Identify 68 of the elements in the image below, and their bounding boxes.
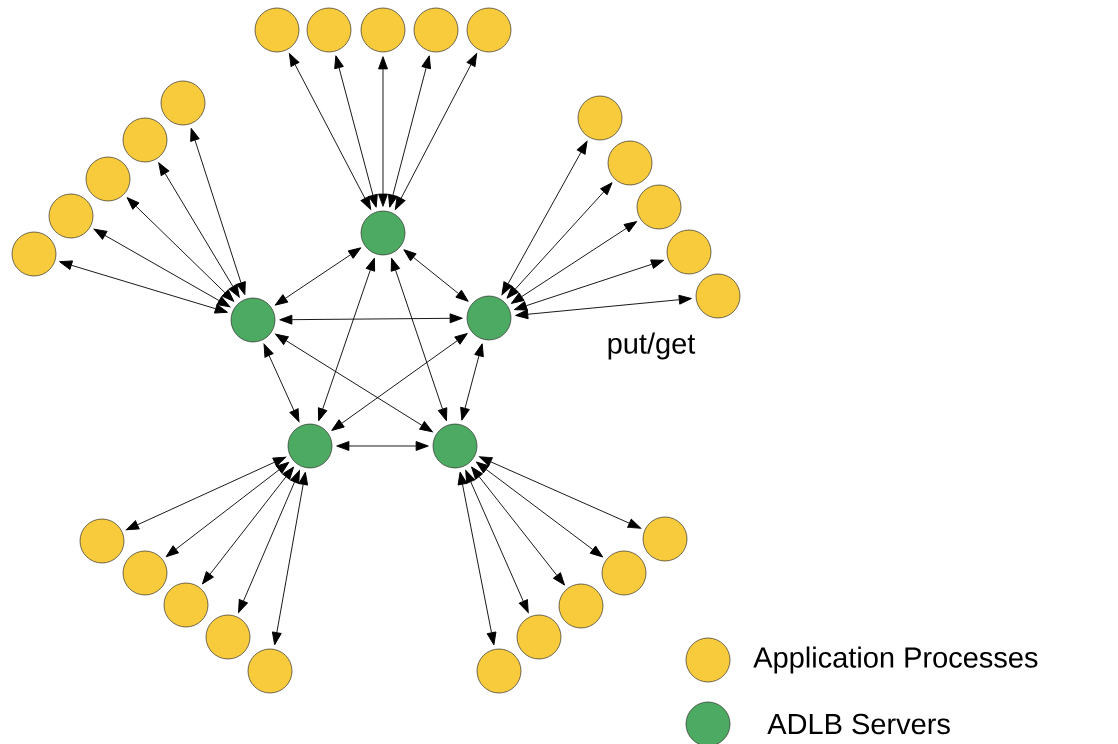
server-circle (287, 423, 333, 469)
process-circle (577, 95, 623, 141)
server-circle (230, 297, 276, 343)
arrow (388, 55, 431, 208)
process-circle (122, 117, 168, 163)
arrow (378, 56, 388, 207)
process-circle (205, 614, 251, 660)
arrow (279, 313, 463, 325)
flow-label: put/get (608, 332, 696, 360)
arrow (59, 260, 228, 314)
arrow (125, 456, 287, 531)
server-circle (466, 295, 512, 341)
process-circle (247, 648, 293, 694)
legend-text: Application Processes (753, 646, 1038, 674)
arrow (390, 257, 448, 422)
arrow (394, 53, 478, 210)
process-circle (11, 231, 57, 277)
arrow (460, 343, 484, 421)
arrow (165, 461, 290, 558)
arrow (457, 471, 497, 646)
arrow (515, 294, 692, 320)
arrow (93, 228, 231, 308)
process-circle (85, 156, 131, 202)
process-circle (466, 7, 512, 53)
arrow (331, 333, 468, 431)
process-circle (558, 583, 604, 629)
process-circle (360, 7, 406, 53)
arrow (201, 466, 295, 585)
process-circle (476, 648, 522, 694)
server-circle (360, 210, 406, 256)
arrow (158, 162, 240, 298)
arrow (263, 343, 300, 423)
process-circle (160, 80, 206, 126)
arrow (336, 441, 429, 451)
arrow (471, 466, 565, 586)
arrow (271, 471, 309, 646)
process-circle (163, 582, 209, 628)
process-circle (413, 7, 459, 53)
process-circle (636, 184, 682, 230)
arrow (465, 470, 529, 614)
arrow (288, 53, 372, 210)
process-circle (516, 614, 562, 660)
arrow (513, 259, 665, 311)
arrow (478, 456, 642, 529)
process-circle (642, 516, 688, 562)
arrow (475, 461, 604, 558)
process-circle (254, 7, 300, 53)
process-circle (601, 550, 647, 596)
process-circle (607, 140, 653, 186)
arrow (274, 247, 362, 306)
process-circle (122, 550, 168, 596)
arrow (403, 249, 469, 302)
arrow (510, 221, 638, 304)
arrow (275, 333, 433, 433)
arrow (334, 55, 378, 208)
arrow (238, 470, 300, 613)
arrow (501, 140, 588, 296)
server-circle (432, 423, 478, 469)
process-circle (306, 7, 352, 53)
process-circle (666, 229, 712, 275)
process-circle (79, 518, 125, 564)
arrow (190, 127, 246, 296)
process-circle (695, 273, 741, 319)
arrow (317, 257, 376, 422)
legend-text: ADLB Servers (767, 713, 950, 735)
process-circle (48, 193, 94, 239)
arrow (506, 182, 613, 299)
arrow (126, 197, 235, 302)
